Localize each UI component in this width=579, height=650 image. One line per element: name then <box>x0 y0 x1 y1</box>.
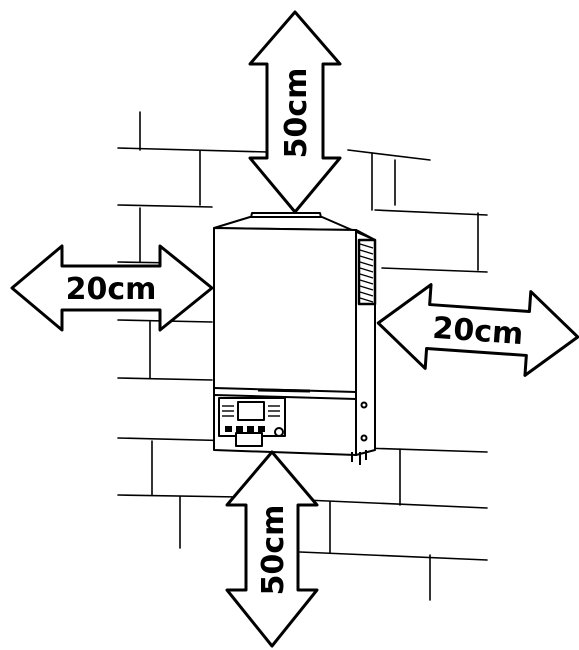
bottom-clearance-label: 50cm <box>256 505 291 596</box>
left-clearance-arrow: 20cm <box>10 244 214 332</box>
top-clearance-label: 50cm <box>279 68 314 159</box>
right-clearance-arrow: 20cm <box>376 283 579 377</box>
top-clearance-arrow: 50cm <box>248 10 342 214</box>
inverter-unit <box>213 212 377 465</box>
right-clearance-label: 20cm <box>431 311 524 352</box>
left-clearance-label: 20cm <box>66 272 157 307</box>
brick-wall <box>117 111 488 601</box>
bottom-clearance-arrow: 50cm <box>225 450 319 648</box>
